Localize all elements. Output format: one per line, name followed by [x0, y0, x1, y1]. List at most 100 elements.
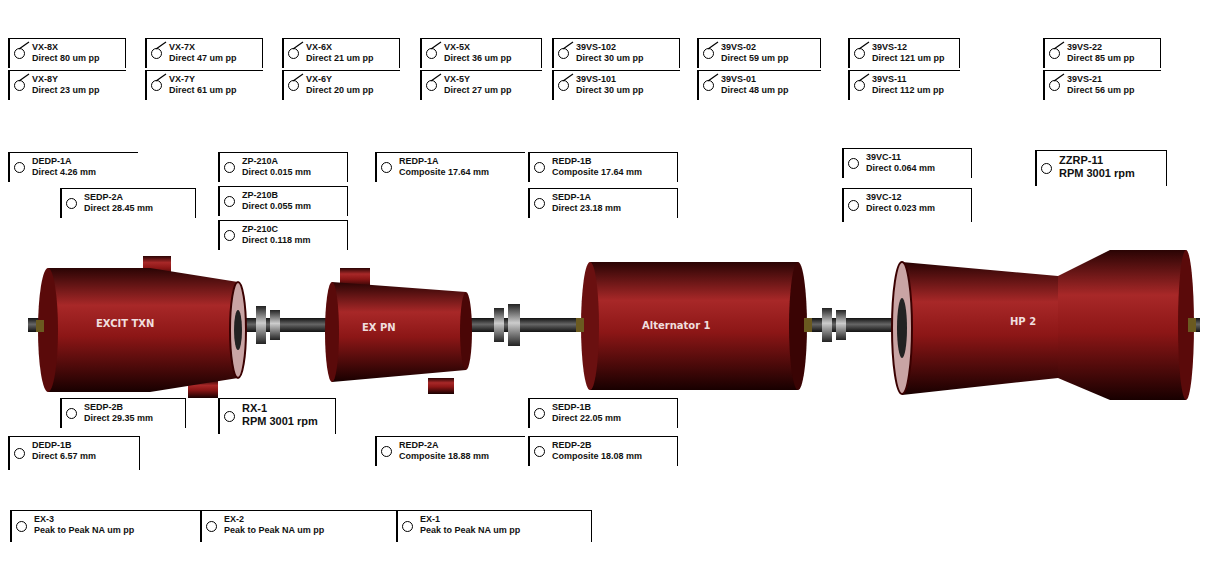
probe-symbol — [534, 446, 545, 457]
sensor-box: 39VS-102Direct 30 um pp — [552, 38, 680, 68]
reading-value: Direct 22.05 mm — [552, 413, 671, 424]
sensor-box: ZP-210CDirect 0.118 mm — [218, 220, 348, 250]
reading-value: Direct 0.064 mm — [866, 163, 965, 174]
probe-symbol — [1049, 80, 1060, 91]
sensor-box: VX-8XDirect 80 um pp — [8, 38, 126, 68]
reading-value: Composite 18.88 mm — [399, 451, 519, 462]
reading-value: Peak to Peak NA um pp — [224, 525, 390, 536]
reading-value: Direct 30 um pp — [576, 85, 674, 96]
sensor-box: ZP-210BDirect 0.055 mm — [218, 186, 348, 216]
probe-tick — [858, 73, 870, 83]
sensor-box: REDP-1AComposite 17.64 mm — [375, 152, 525, 182]
reading-value: Direct 21 um pp — [306, 53, 393, 64]
reading-value: RPM 3001 rpm — [1059, 167, 1160, 180]
reading-value: Direct 59 um pp — [721, 53, 814, 64]
sensor-box: SEDP-1ADirect 23.18 mm — [528, 188, 678, 218]
sensor-box: DEDP-1ADirect 4.26 mm — [8, 152, 138, 182]
probe-symbol — [558, 80, 569, 91]
tag-name: 39VC-11 — [866, 152, 965, 163]
probe-symbol — [66, 408, 77, 419]
reading-value: Direct 56 um pp — [1067, 85, 1155, 96]
tag-name: 39VS-101 — [576, 74, 674, 85]
reading-value: Composite 17.64 mm — [552, 167, 671, 178]
probe-tick — [430, 73, 442, 83]
sensor-box: DEDP-1BDirect 6.57 mm — [8, 436, 140, 470]
probe-symbol — [288, 48, 299, 59]
tag-name: 39VS-01 — [721, 74, 815, 85]
exciter-casing — [36, 256, 246, 398]
probe-symbol — [151, 80, 162, 91]
tag-name: 39VS-02 — [721, 42, 814, 53]
probe-symbol — [1041, 163, 1052, 174]
probe-tick — [858, 41, 870, 51]
reading-value: Direct 0.023 mm — [866, 203, 965, 214]
reading-value: Direct 80 um pp — [32, 53, 119, 64]
tag-name: ZP-210B — [242, 190, 341, 201]
tag-name: 39VS-102 — [576, 42, 673, 53]
tag-name: ZZRP-11 — [1059, 154, 1160, 167]
probe-symbol — [558, 48, 569, 59]
tag-name: EX-1 — [420, 514, 585, 525]
probe-symbol — [224, 230, 235, 241]
sensor-box: VX-6XDirect 21 um pp — [282, 38, 400, 68]
probe-symbol — [206, 521, 217, 532]
machine-name: EXCIT TXN — [96, 318, 154, 329]
sensor-box: VX-5YDirect 27 um pp — [420, 70, 542, 100]
reading-value: Direct 20 um pp — [306, 85, 394, 96]
probe-symbol — [534, 162, 545, 173]
probe-symbol — [288, 80, 299, 91]
tag-name: 39VS-12 — [872, 42, 953, 53]
probe-symbol — [151, 48, 162, 59]
probe-tick — [430, 41, 442, 51]
tag-name: EX-2 — [224, 514, 390, 525]
sensor-box: 39VS-12Direct 121 um pp — [848, 38, 960, 68]
sensor-box: 39VS-21Direct 56 um pp — [1043, 70, 1161, 100]
probe-tick — [292, 73, 304, 83]
reading-value: Direct 36 um pp — [444, 53, 535, 64]
reading-value: Direct 23 um pp — [32, 85, 120, 96]
probe-symbol — [1049, 48, 1060, 59]
reading-value: Direct 112 um pp — [872, 85, 954, 96]
tag-name: SEDP-1A — [552, 192, 671, 203]
reading-value: Direct 30 um pp — [576, 53, 673, 64]
sensor-box: SEDP-2BDirect 29.35 mm — [60, 398, 186, 428]
sensor-box: REDP-1BComposite 17.64 mm — [528, 152, 678, 182]
reading-value: Composite 17.64 mm — [399, 167, 519, 178]
probe-symbol — [381, 162, 392, 173]
machine-name: Alternator 1 — [642, 320, 711, 331]
reading-value: Direct 0.055 mm — [242, 201, 341, 212]
probe-symbol — [66, 198, 77, 209]
probe-tick — [18, 41, 30, 51]
sensor-box: RX-1RPM 3001 rpm — [218, 398, 336, 434]
sensor-box: 39VS-11Direct 112 um pp — [848, 70, 960, 100]
probe-tick — [18, 73, 30, 83]
reading-value: Direct 4.26 mm — [32, 167, 132, 178]
tag-name: 39VS-21 — [1067, 74, 1155, 85]
sensor-box: 39VC-11Direct 0.064 mm — [842, 148, 972, 178]
tag-name: DEDP-1B — [32, 440, 133, 451]
tag-name: VX-8Y — [32, 74, 120, 85]
reading-value: Composite 18.08 mm — [552, 451, 671, 462]
reading-value: Direct 0.015 mm — [242, 167, 341, 178]
reading-value: Direct 27 um pp — [444, 85, 536, 96]
tag-name: VX-7Y — [169, 74, 257, 85]
probe-tick — [155, 73, 167, 83]
probe-tick — [292, 41, 304, 51]
reading-value: Direct 29.35 mm — [84, 413, 179, 424]
sensor-box: VX-8YDirect 23 um pp — [8, 70, 126, 100]
tag-name: VX-8X — [32, 42, 119, 53]
sensor-box: 39VS-101Direct 30 um pp — [552, 70, 680, 100]
sensor-box: REDP-2BComposite 18.08 mm — [528, 436, 678, 466]
tag-name: RX-1 — [242, 402, 329, 415]
tag-name: REDP-1B — [552, 156, 671, 167]
probe-symbol — [854, 48, 865, 59]
reading-value: Direct 85 um pp — [1067, 53, 1154, 64]
probe-tick — [1053, 41, 1065, 51]
probe-symbol — [402, 521, 413, 532]
probe-symbol — [534, 408, 545, 419]
sensor-box: 39VS-01Direct 48 um pp — [697, 70, 821, 100]
probe-symbol — [16, 521, 27, 532]
sensor-box: SEDP-1BDirect 22.05 mm — [528, 398, 678, 428]
probe-symbol — [426, 80, 437, 91]
sensor-box: 39VS-02Direct 59 um pp — [697, 38, 821, 68]
